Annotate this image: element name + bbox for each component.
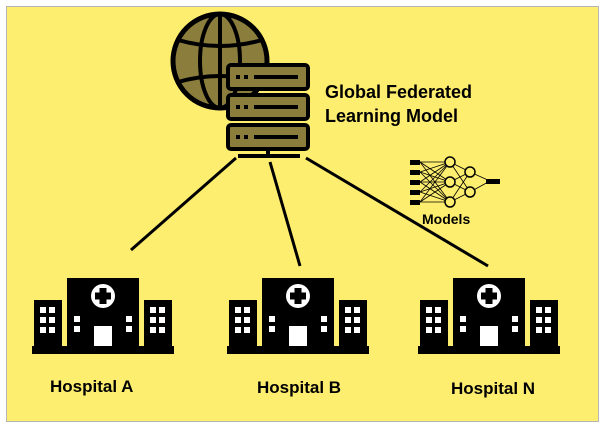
server-title-line2: Learning Model	[325, 106, 458, 126]
server-stack-icon	[226, 63, 310, 158]
hospital-icon	[418, 278, 560, 354]
hospital-n-label: Hospital N	[451, 379, 535, 398]
hospital-icon	[32, 278, 174, 354]
hospital-b-label: Hospital B	[257, 378, 341, 397]
globe-server-icon	[170, 11, 310, 158]
connection-line-b	[268, 161, 302, 267]
neural-network-icon	[410, 156, 500, 208]
hospital-a-label: Hospital A	[50, 377, 133, 396]
connection-line-n	[305, 156, 489, 268]
models-label: Models	[422, 211, 470, 227]
connection-line-a	[130, 156, 237, 252]
hospital-icon	[227, 278, 369, 354]
server-title-line1: Global Federated	[325, 82, 472, 102]
